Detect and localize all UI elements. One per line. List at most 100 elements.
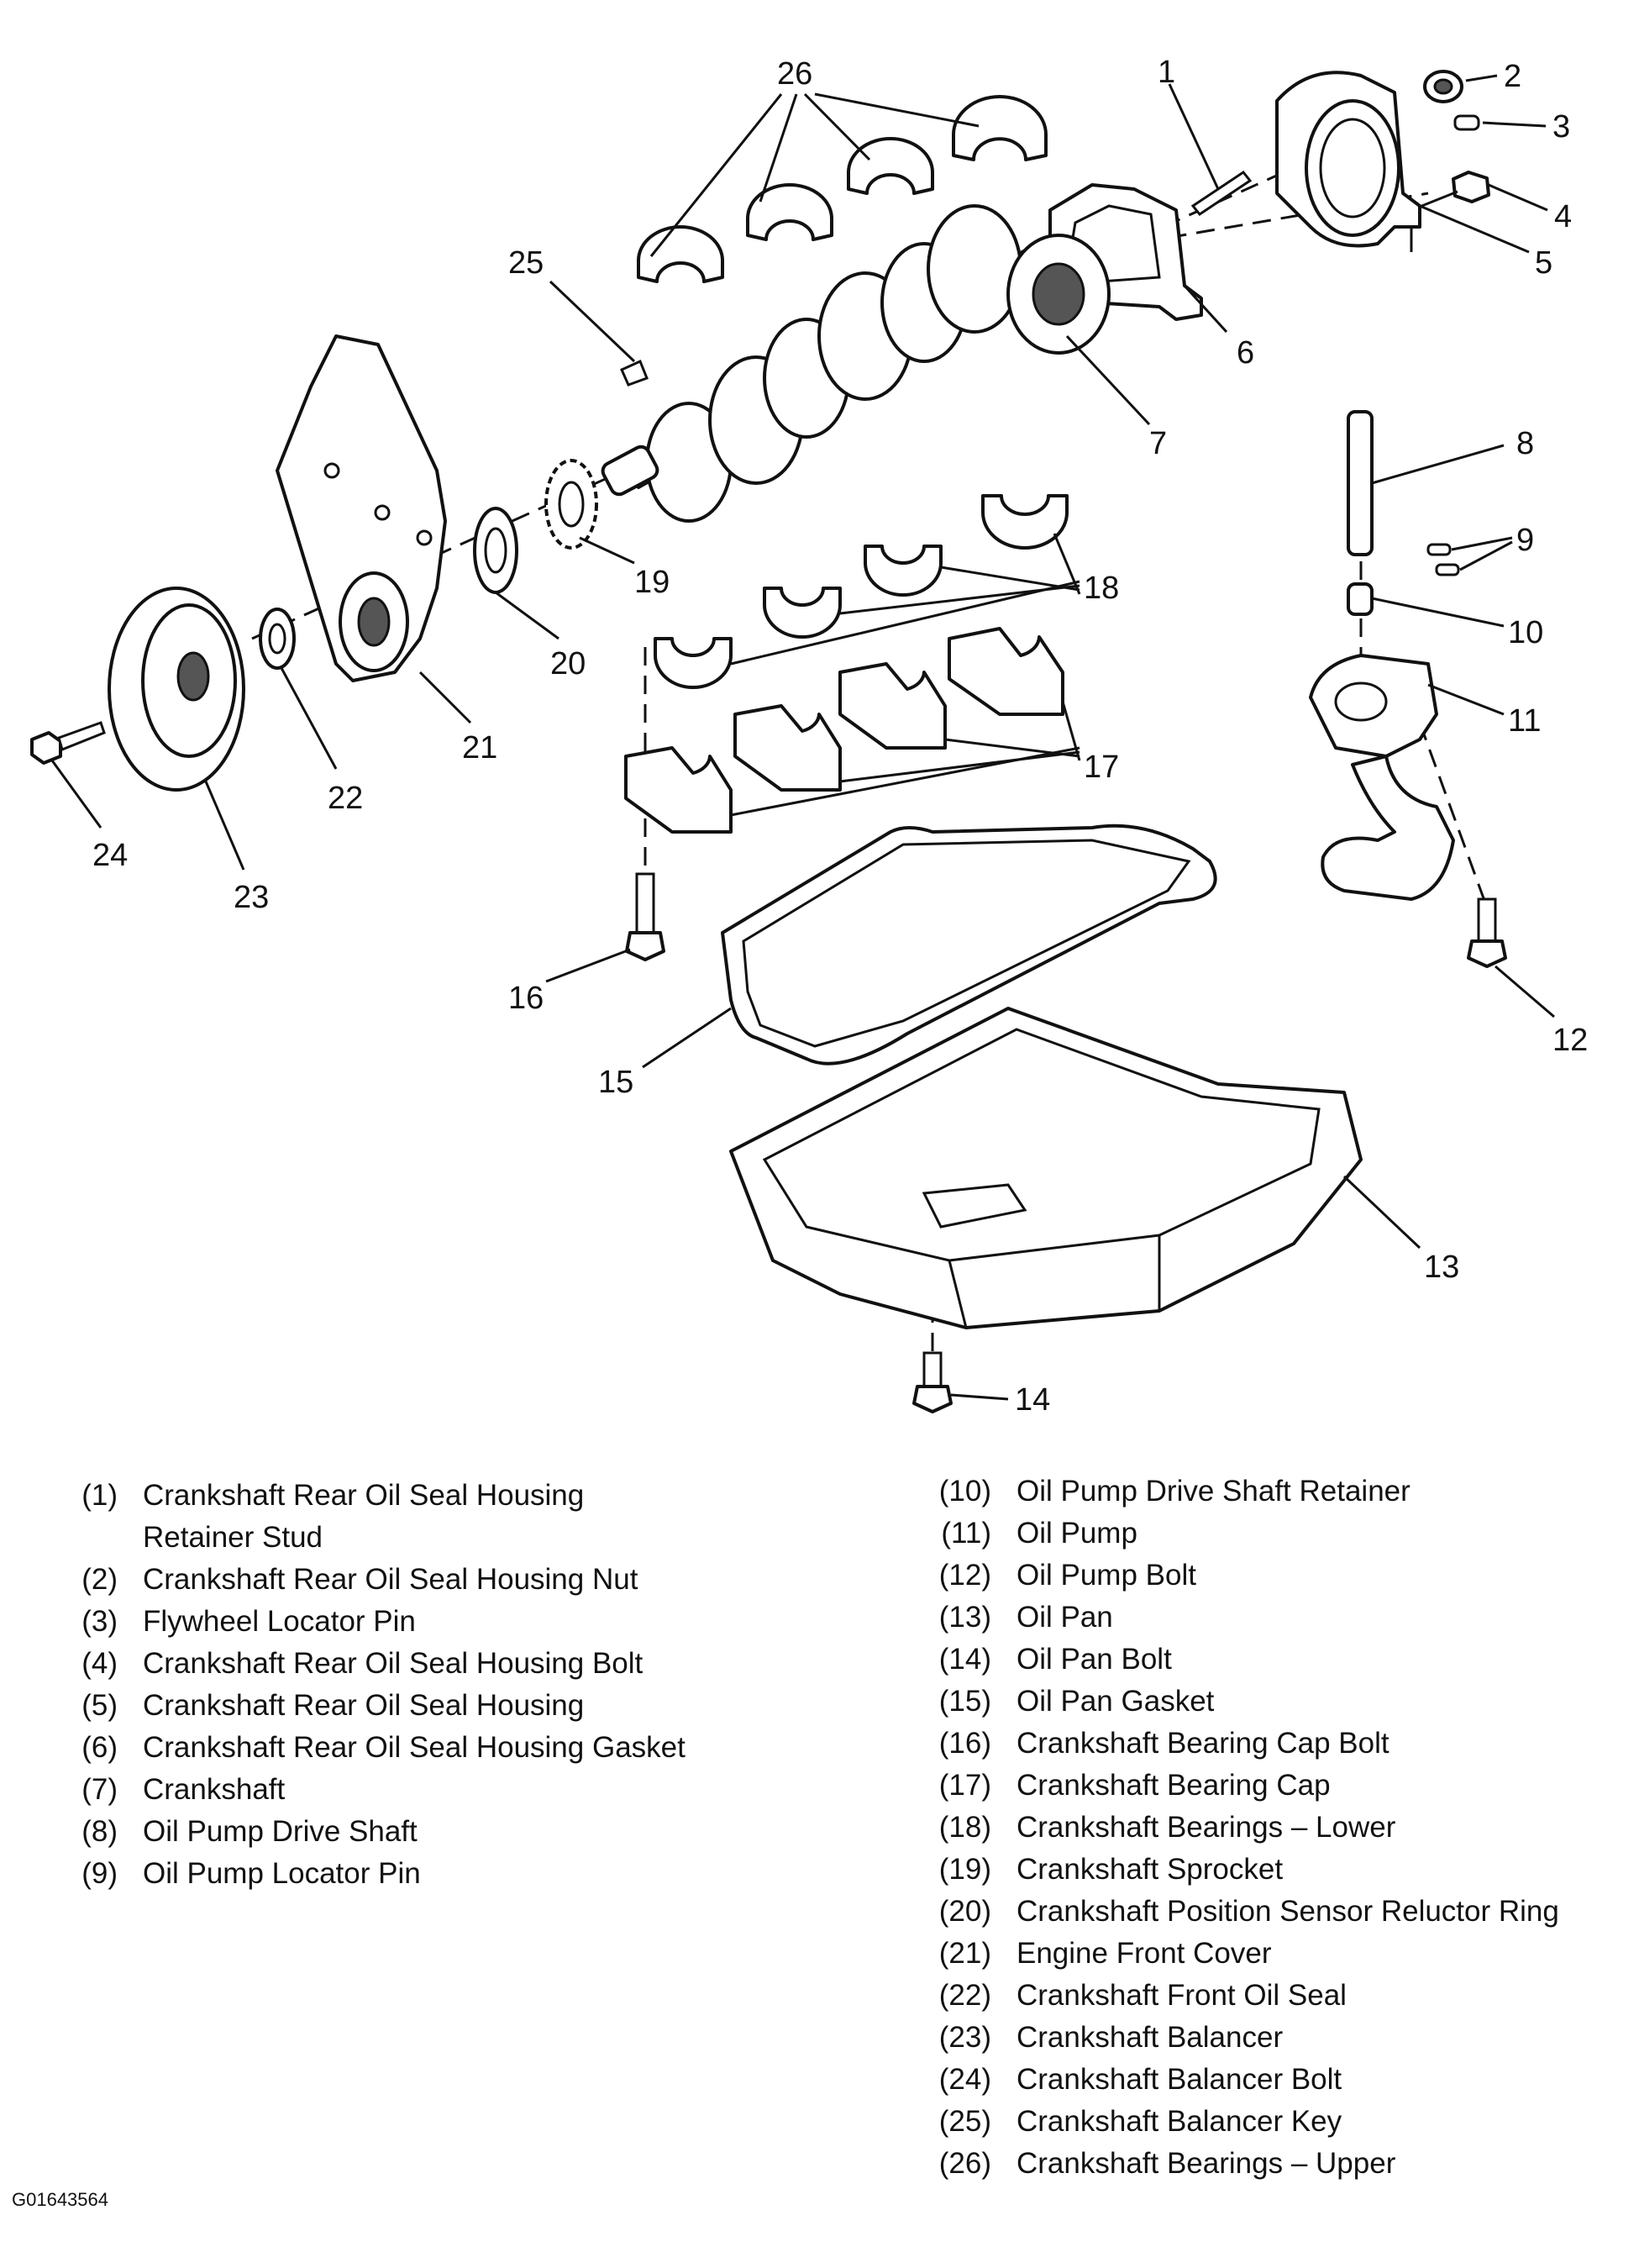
legend-text: Crankshaft Balancer bbox=[1016, 2021, 1284, 2054]
legend-text: Crankshaft Balancer Key bbox=[1016, 2105, 1342, 2138]
oil-pan bbox=[729, 1007, 1363, 1329]
figure-id: G01643564 bbox=[12, 2189, 108, 2210]
callout-16: 16 bbox=[508, 981, 544, 1016]
legend-number: (15) bbox=[938, 1685, 991, 1718]
callout-23: 23 bbox=[234, 880, 269, 915]
legend-text: Oil Pump Bolt bbox=[1016, 1559, 1196, 1592]
oil-pump-locator-pins bbox=[1426, 543, 1460, 576]
legend-text: Oil Pump Locator Pin bbox=[143, 1857, 421, 1890]
legend-left: (1) Crankshaft Rear Oil Seal Housing Ret… bbox=[50, 1475, 857, 1895]
legend-text: Crankshaft Bearing Cap Bolt bbox=[1016, 1727, 1389, 1760]
legend-number: (10) bbox=[938, 1475, 991, 1508]
legend-item-5: (5) Crankshaft Rear Oil Seal Housing bbox=[50, 1685, 857, 1727]
legend-item-12: (12)Oil Pump Bolt bbox=[924, 1555, 1630, 1597]
legend-right: (10)Oil Pump Drive Shaft Retainer(11)Oil… bbox=[924, 1471, 1630, 2185]
legend-text: Crankshaft Bearings – Upper bbox=[1016, 2147, 1396, 2180]
legend-number: (8) bbox=[81, 1815, 118, 1848]
legend-text: Crankshaft Rear Oil Seal Housing Nut bbox=[143, 1563, 638, 1596]
callout-21: 21 bbox=[462, 730, 497, 766]
bearing-cap-bolt bbox=[625, 872, 665, 961]
legend-item-11: (11)Oil Pump bbox=[924, 1513, 1630, 1555]
callout-22: 22 bbox=[328, 781, 363, 816]
legend-text: Crankshaft Bearings – Lower bbox=[1016, 1811, 1396, 1844]
legend-item-26: (26) Crankshaft Bearings – Upper bbox=[924, 2143, 1630, 2185]
legend-number: (4) bbox=[81, 1647, 118, 1680]
legend-item-17: (17)Crankshaft Bearing Cap bbox=[924, 1765, 1630, 1807]
legend-text: Oil Pump Drive Shaft bbox=[143, 1815, 418, 1848]
legend-text: Crankshaft Position Sensor Reluctor Ring bbox=[1016, 1895, 1559, 1928]
legend-text: Flywheel Locator Pin bbox=[143, 1605, 416, 1638]
legend-text: Crankshaft Rear Oil Seal Housing Bolt bbox=[143, 1647, 644, 1680]
legend-number: (18) bbox=[938, 1811, 991, 1844]
lower-bearings bbox=[654, 494, 1069, 689]
legend-number: (11) bbox=[941, 1517, 991, 1550]
legend-text: Oil Pan Gasket bbox=[1016, 1685, 1215, 1718]
callout-19: 19 bbox=[634, 565, 670, 600]
drive-shaft-retainer bbox=[1347, 582, 1374, 616]
callout-15: 15 bbox=[598, 1065, 633, 1100]
balancer-key bbox=[620, 359, 649, 387]
legend-number: (7) bbox=[81, 1773, 118, 1806]
oil-pump-bolt bbox=[1467, 897, 1507, 968]
legend-text: Oil Pump Drive Shaft Retainer bbox=[1016, 1475, 1410, 1508]
front-oil-seal bbox=[259, 608, 296, 670]
legend-text: Crankshaft bbox=[143, 1773, 286, 1806]
legend-number: (21) bbox=[938, 1937, 991, 1970]
legend-number: (13) bbox=[938, 1601, 991, 1634]
legend-number: (14) bbox=[938, 1643, 991, 1676]
legend-item-18: (18) Crankshaft Bearings – Lower bbox=[924, 1807, 1630, 1849]
legend-text: Crankshaft Rear Oil Seal Housing Gasket bbox=[143, 1731, 686, 1764]
legend-text: Oil Pan Bolt bbox=[1016, 1643, 1172, 1676]
legend-text: Crankshaft Rear Oil Seal Housing bbox=[143, 1689, 585, 1722]
flywheel-locator-pin bbox=[1453, 114, 1480, 131]
legend-number: (25) bbox=[938, 2105, 991, 2138]
crankshaft-balancer bbox=[108, 587, 245, 792]
legend-item-21: (21) Engine Front Cover bbox=[924, 1933, 1630, 1975]
legend-number: (26) bbox=[938, 2147, 991, 2180]
callout-4: 4 bbox=[1554, 199, 1572, 234]
crankshaft-sprocket bbox=[544, 459, 598, 550]
legend-text: Crankshaft Front Oil Seal bbox=[1016, 1979, 1347, 2012]
callout-10: 10 bbox=[1508, 615, 1543, 650]
callout-20: 20 bbox=[550, 646, 586, 681]
legend-text: Crankshaft Bearing Cap bbox=[1016, 1769, 1331, 1802]
callout-5: 5 bbox=[1535, 245, 1552, 281]
legend-item-3: (3) Flywheel Locator Pin bbox=[50, 1601, 857, 1643]
legend-item-16: (16) Crankshaft Bearing Cap Bolt bbox=[924, 1723, 1630, 1765]
callout-2: 2 bbox=[1504, 59, 1521, 94]
callout-numbers: 1 2 3 4 5 6 7 8 9 10 11 12 13 14 15 16 1… bbox=[92, 55, 1588, 1418]
legend-item-20: (20)Crankshaft Position Sensor Reluctor … bbox=[924, 1891, 1630, 1933]
callout-9: 9 bbox=[1516, 523, 1534, 558]
oil-pump bbox=[1309, 654, 1455, 901]
rear-oil-seal-housing bbox=[1275, 71, 1421, 252]
legend-text-continued: Retainer Stud bbox=[143, 1521, 323, 1554]
callout-8: 8 bbox=[1516, 426, 1534, 461]
legend-number: (16) bbox=[938, 1727, 991, 1760]
callout-14: 14 bbox=[1015, 1382, 1050, 1418]
legend-item-7: (7) Crankshaft bbox=[50, 1769, 857, 1811]
legend-item-24: (24)Crankshaft Balancer Bolt bbox=[924, 2059, 1630, 2101]
legend-number: (6) bbox=[81, 1731, 118, 1764]
legend-item-8: (8) Oil Pump Drive Shaft bbox=[50, 1811, 857, 1853]
oil-pump-drive-shaft bbox=[1347, 410, 1374, 556]
legend-number: (22) bbox=[938, 1979, 991, 2012]
callout-7: 7 bbox=[1149, 426, 1167, 461]
legend-text: Engine Front Cover bbox=[1016, 1937, 1272, 1970]
legend-item-23: (23)Crankshaft Balancer bbox=[924, 2017, 1630, 2059]
callout-1: 1 bbox=[1158, 55, 1175, 90]
reluctor-ring bbox=[473, 507, 518, 594]
callout-12: 12 bbox=[1552, 1023, 1588, 1058]
rear-housing-bolt bbox=[1410, 171, 1490, 212]
legend-item-9: (9) Oil Pump Locator Pin bbox=[50, 1853, 857, 1895]
legend-text: Crankshaft Rear Oil Seal Housing bbox=[143, 1479, 585, 1512]
leader-lines bbox=[50, 74, 1555, 1401]
legend-item-13: (13)Oil Pan bbox=[924, 1597, 1630, 1639]
retainer-stud bbox=[1190, 170, 1253, 217]
crankshaft bbox=[601, 204, 1111, 523]
callout-11: 11 bbox=[1508, 703, 1541, 739]
legend-number: (24) bbox=[938, 2063, 991, 2096]
legend-text: Crankshaft Sprocket bbox=[1016, 1853, 1284, 1886]
legend-item-19: (19)Crankshaft Sprocket bbox=[924, 1849, 1630, 1891]
legend-number: (9) bbox=[81, 1857, 118, 1890]
legend-number: (1) bbox=[81, 1479, 118, 1512]
